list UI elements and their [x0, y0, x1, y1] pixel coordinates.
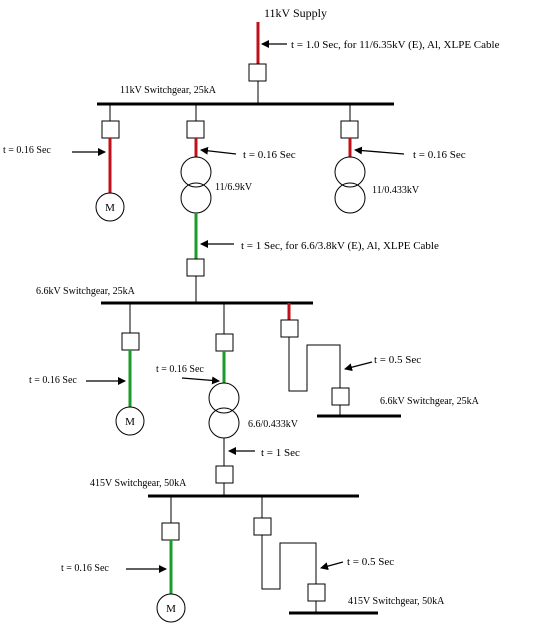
feeder-6-6kv-breaker	[280, 319, 299, 338]
cable-6-6kv-trip-time: t = 1 Sec, for 6.6/3.8kV (E), Al, XLPE C…	[241, 240, 439, 252]
bus-415v-remote-label: 415V Switchgear, 50kA	[348, 596, 445, 607]
feeder-6-6kv-trip-time: t = 0.5 Sec	[374, 354, 421, 366]
remote-415v-breaker	[307, 583, 326, 602]
bus-415v-label: 415V Switchgear, 50kA	[90, 478, 187, 489]
motor-11kv-label: M	[105, 202, 115, 214]
tx2-trip-time: t = 0.16 Sec	[413, 149, 466, 161]
incomer-6-6kv-breaker	[186, 258, 205, 277]
motor-415v-symbol	[156, 593, 186, 623]
supply-label: 11kV Supply	[264, 6, 327, 20]
tx1-trip-time: t = 0.16 Sec	[243, 149, 296, 161]
motor-6-6kv-breaker	[121, 332, 140, 351]
tx3-breaker	[215, 333, 234, 352]
feeder-415v-arrow	[320, 561, 344, 571]
tx1-breaker	[186, 120, 205, 139]
remote-6-6kv-breaker	[331, 387, 350, 406]
incomer-415v-breaker	[215, 465, 234, 484]
motor-11kv-symbol	[95, 192, 125, 222]
tx3-ratio: 6.6/0.433kV	[248, 419, 299, 430]
feeder-415v-trip-time: t = 0.5 Sec	[347, 556, 394, 568]
motor-415v-label: M	[166, 603, 176, 615]
bus-6-6kv-remote-label: 6.6kV Switchgear, 25kA	[380, 396, 480, 407]
tx2-secondary-winding	[334, 182, 366, 214]
motor-415v-trip-time: t = 0.16 Sec	[61, 563, 109, 574]
bus-6-6kv-label: 6.6kV Switchgear, 25kA	[36, 286, 136, 297]
tx3-arrow	[181, 376, 220, 385]
tx3-trip-time: t = 0.16 Sec	[156, 364, 204, 375]
tx1-arrow	[200, 146, 237, 155]
tx1-ratio: 11/6.9kV	[215, 182, 253, 193]
motor-11kv-trip-time: t = 0.16 Sec	[3, 145, 51, 156]
motor-415v-breaker	[161, 522, 180, 541]
supply-trip-time: t = 1.0 Sec, for 11/6.35kV (E), Al, XLPE…	[291, 39, 500, 51]
feeder-6-6kv-arrow	[344, 361, 373, 372]
supply-breaker	[248, 63, 267, 82]
motor-6-6kv-trip-time: t = 0.16 Sec	[29, 375, 77, 386]
tx2-primary-winding	[334, 156, 366, 188]
tx2-ratio: 11/0.433kV	[372, 185, 420, 196]
motor-11kv-breaker	[101, 120, 120, 139]
tx1-primary-winding	[180, 156, 212, 188]
motor-6-6kv-label: M	[125, 416, 135, 428]
tx3-primary-winding	[208, 382, 240, 414]
tx2-arrow	[354, 146, 405, 155]
feeder-6-6kv-cable-route	[288, 337, 341, 392]
tx2-breaker	[340, 120, 359, 139]
bus-11kv-label: 11kV Switchgear, 25kA	[120, 85, 217, 96]
feeder-415v-breaker	[253, 517, 272, 536]
tx3-lv-trip-time: t = 1 Sec	[261, 447, 300, 459]
motor-6-6kv-symbol	[115, 406, 145, 436]
feeder-415v-cable-route	[261, 535, 317, 590]
